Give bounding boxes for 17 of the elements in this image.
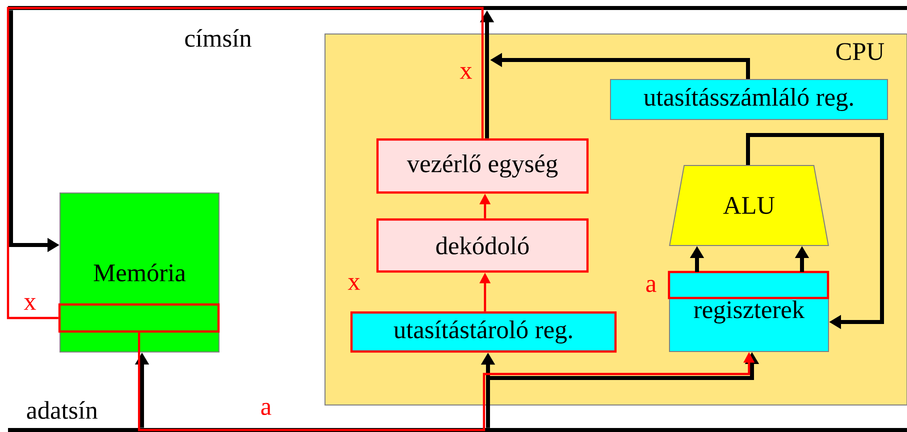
register-box: utasítástároló reg. — [350, 311, 617, 353]
signal-label: x — [348, 278, 360, 290]
register-box: regiszterek — [669, 272, 829, 352]
signal-label: x — [24, 298, 36, 310]
decoder-box: dekódoló — [376, 218, 589, 273]
signal-label: x — [460, 67, 472, 79]
bus-label: adatsín — [27, 401, 98, 419]
signal-label: a — [261, 402, 272, 416]
bus-label: címsín — [185, 29, 252, 47]
signal-label: a — [646, 280, 656, 292]
memory-box: Memória — [60, 192, 220, 352]
alu-trapezoid: ALU — [669, 165, 829, 246]
memory-cell-box — [58, 303, 220, 333]
register-cell-box — [668, 270, 830, 300]
arrow — [746, 133, 884, 330]
control-unit-box: vezérlő egység — [376, 138, 589, 194]
register-box: utasításszámláló reg. — [610, 79, 888, 120]
